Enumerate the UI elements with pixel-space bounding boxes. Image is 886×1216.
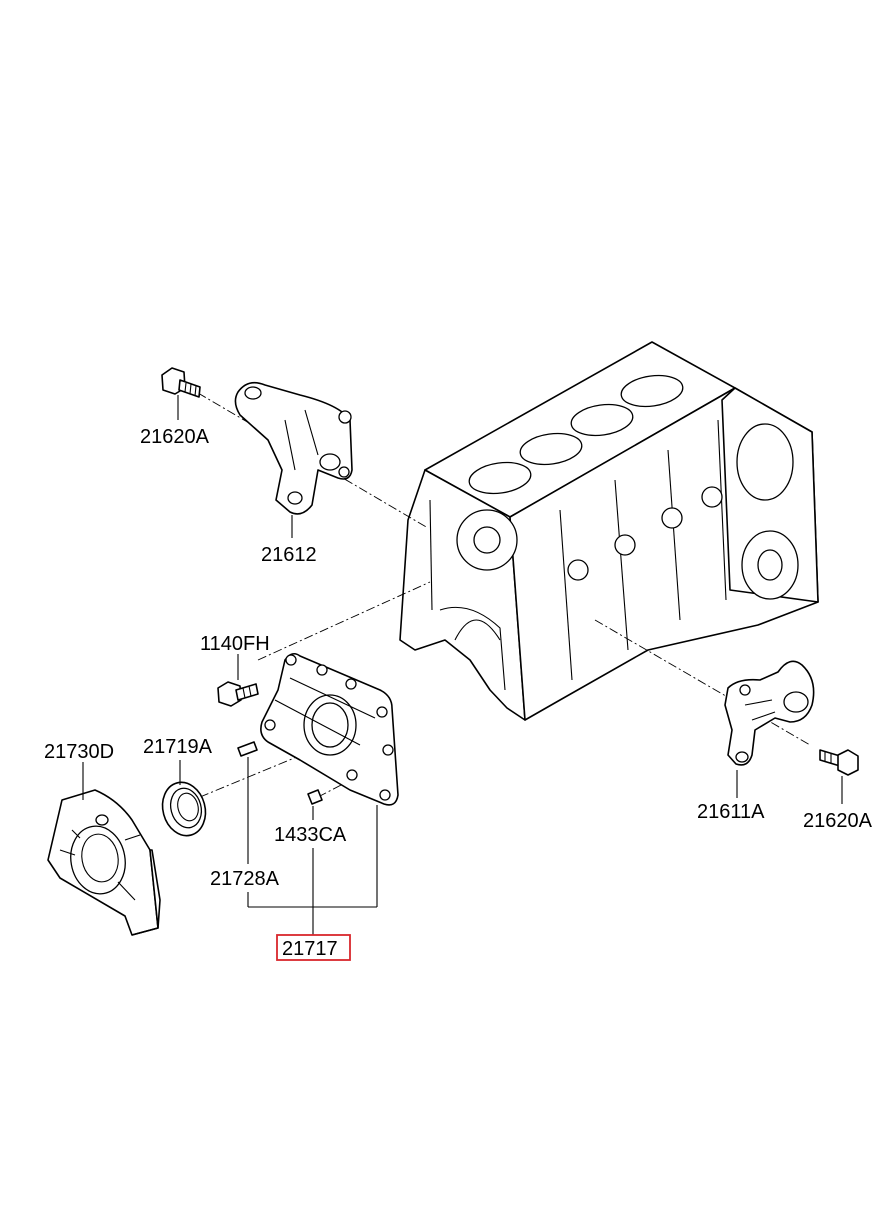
bolt-top-part[interactable] xyxy=(161,367,201,398)
bolt-right-part[interactable] xyxy=(819,749,859,776)
bolt-cover-part[interactable] xyxy=(217,681,259,707)
callout-bracket-left[interactable]: 21612 xyxy=(261,544,317,566)
callout-bracket-right[interactable]: 21611A xyxy=(697,801,765,823)
bracket-left-part[interactable] xyxy=(234,381,353,515)
callout-bolt-top[interactable]: 21620A xyxy=(140,426,210,448)
plug-part[interactable] xyxy=(307,789,323,805)
engine-block[interactable] xyxy=(399,341,819,721)
leader-assembly-bracket xyxy=(247,757,378,935)
callout-dowel-pin[interactable]: 21728A xyxy=(210,868,280,890)
seal-case-part[interactable] xyxy=(260,652,399,806)
callout-oil-seal[interactable]: 21719A xyxy=(143,736,213,758)
callout-bolt-cover[interactable]: 1140FH xyxy=(200,633,270,655)
bracket-right-part[interactable] xyxy=(724,660,815,766)
dowel-pin-part[interactable] xyxy=(237,741,258,757)
front-cover-part[interactable] xyxy=(47,789,161,936)
callout-plug[interactable]: 1433CA xyxy=(274,824,347,846)
oil-seal-part[interactable] xyxy=(157,777,212,840)
callout-bolt-right[interactable]: 21620A xyxy=(803,810,873,832)
callout-front-cover[interactable]: 21730D xyxy=(44,741,114,763)
callout-seal-case-assembly[interactable]: 21717 xyxy=(282,938,338,960)
highlight-box xyxy=(276,934,351,961)
